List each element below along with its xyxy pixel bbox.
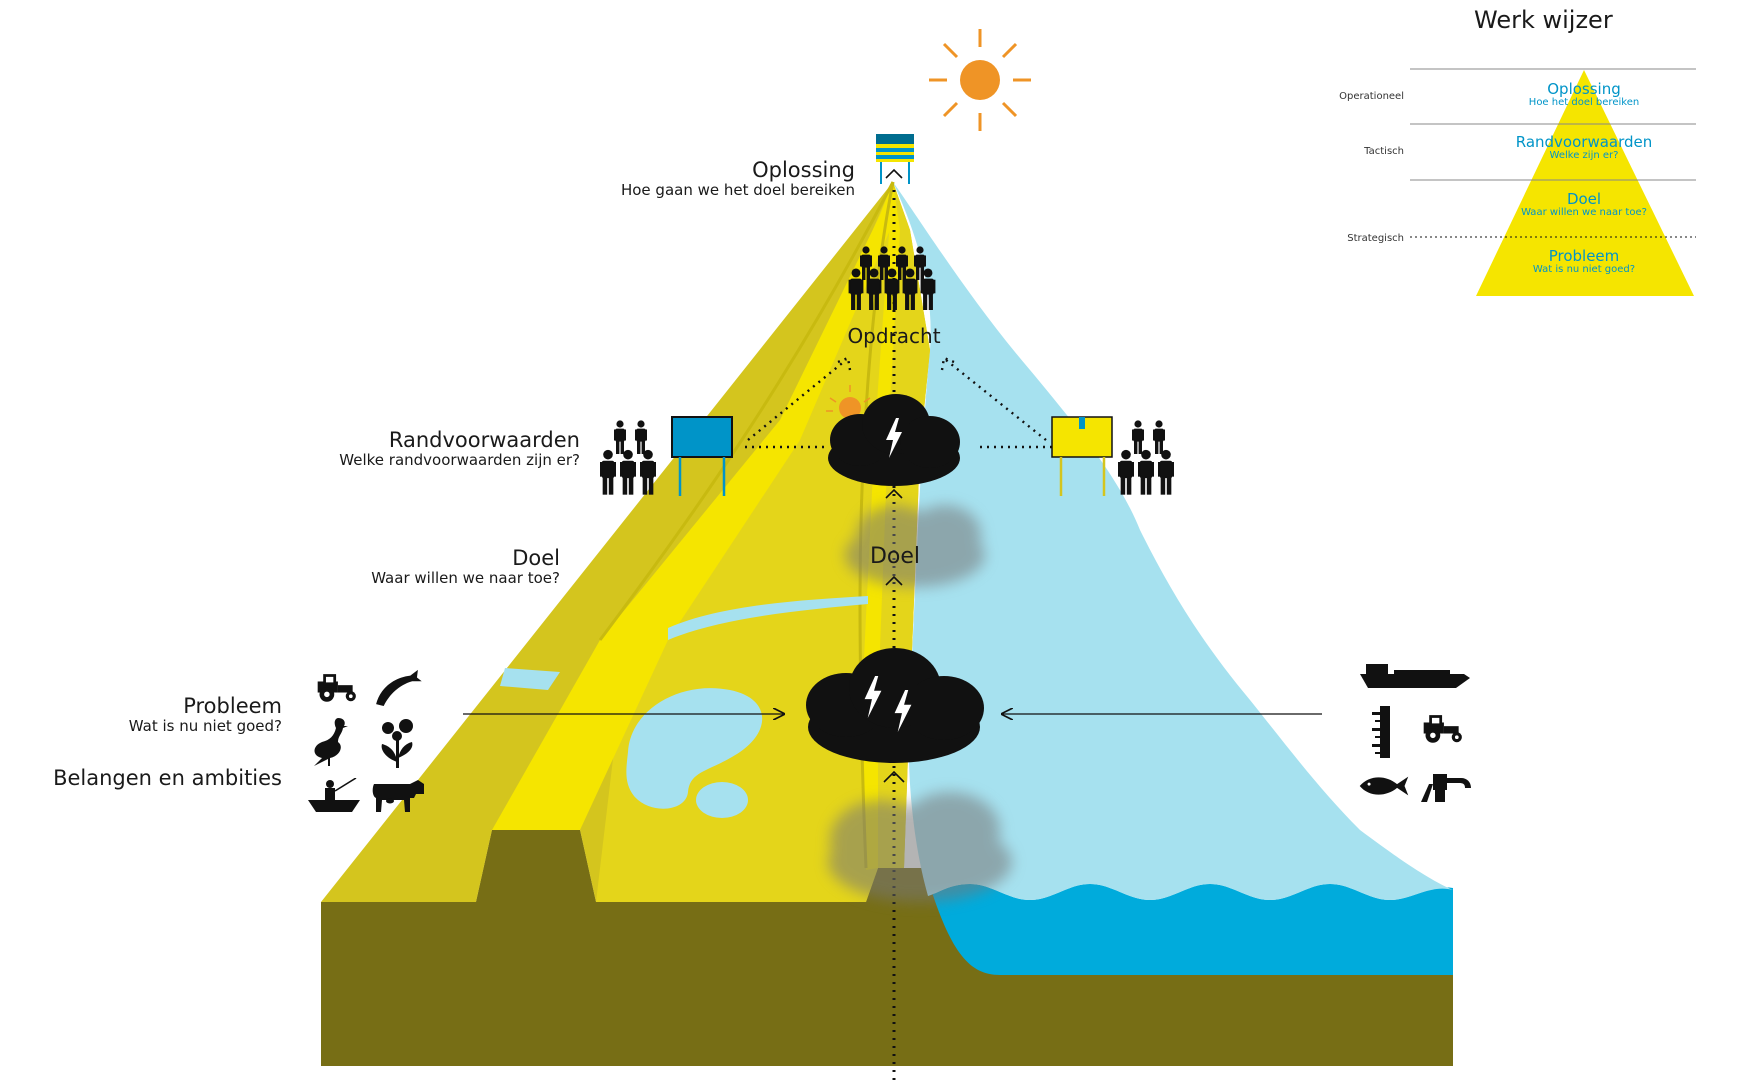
peak-sign-icon <box>876 134 914 184</box>
doel-label: Doel Waar willen we naar toe? <box>371 546 560 587</box>
belangen-label: Belangen en ambities <box>53 766 282 790</box>
belangen-title: Belangen en ambities <box>53 766 282 790</box>
randvoorwaarden-title: Randvoorwaarden <box>388 428 580 452</box>
legend-level-subtitle: Waar willen we naar toe? <box>1521 206 1647 218</box>
randvoorwaarden-subtitle: Welke randvoorwaarden zijn er? <box>339 451 580 470</box>
ship-icon <box>1360 664 1470 688</box>
right-sign-board-icon <box>1051 416 1113 496</box>
probleem-label: Probleem Wat is nu niet goed? <box>129 694 282 735</box>
fish-icon <box>376 669 422 706</box>
faded-cloud-upper <box>845 505 985 587</box>
oplossing-label: Oplossing Hoe gaan we het doel bereiken <box>621 158 855 199</box>
small-sun-icon <box>826 385 871 419</box>
oplossing-subtitle: Hoe gaan we het doel bereiken <box>620 181 855 200</box>
legend-level-randvoorwaarden: Randvoorwaarden Welke zijn er? <box>1474 133 1694 161</box>
legend-level-title: Randvoorwaarden <box>1515 133 1653 151</box>
legend-pyramid <box>1410 68 1696 296</box>
legend-level-subtitle: Wat is nu niet goed? <box>1532 263 1636 275</box>
angler-boat-icon <box>308 778 360 812</box>
left-sign-board-icon <box>671 416 733 496</box>
legend-level-title: Probleem <box>1548 247 1620 265</box>
randvoorwaarden-links <box>745 356 1052 449</box>
probleem-title: Probleem <box>183 694 282 718</box>
flower-icon <box>381 719 413 768</box>
legend-level-subtitle: Hoe het doel bereiken <box>1528 96 1640 108</box>
axis-chevrons <box>883 488 905 783</box>
heron-icon <box>314 718 348 766</box>
legend-level-oplossing: Oplossing Hoe het doel bereiken <box>1474 80 1694 108</box>
legend-tag-operationeel: Operationeel <box>1339 91 1404 102</box>
storm-cloud-probleem-icon <box>806 648 984 763</box>
legend-level-doel: Doel Waar willen we naar toe? <box>1474 190 1694 218</box>
legend-title: Werk wijzer <box>1474 6 1613 34</box>
legend-level-probleem: Probleem Wat is nu niet goed? <box>1474 247 1694 275</box>
doel-title: Doel <box>512 546 560 570</box>
opdracht-label: Opdracht <box>847 324 941 348</box>
fish-icon <box>1359 776 1409 796</box>
legend-level-subtitle: Welke zijn er? <box>1549 149 1619 161</box>
faded-cloud-lower <box>828 792 1012 902</box>
doel-subtitle: Waar willen we naar toe? <box>371 569 560 588</box>
doel-center-label: Doel <box>869 544 921 569</box>
left-crowd-icon <box>600 420 656 495</box>
legend-level-title: Oplossing <box>1547 80 1621 98</box>
sun-icon <box>929 29 1031 131</box>
oplossing-title: Oplossing <box>752 158 855 182</box>
tractor-icon <box>317 674 356 702</box>
storm-cloud-randvoorwaarden-icon <box>828 394 960 486</box>
legend-level-title: Doel <box>1566 190 1602 208</box>
pump-icon <box>1421 774 1471 802</box>
seaward-slope <box>893 182 1453 900</box>
water-gauge-icon <box>1372 706 1390 758</box>
legend-tag-tactisch: Tactisch <box>1364 146 1404 157</box>
right-crowd-icon <box>1118 420 1174 495</box>
tractor-icon <box>1423 715 1462 743</box>
randvoorwaarden-label: Randvoorwaarden Welke randvoorwaarden zi… <box>339 428 580 469</box>
water-body <box>928 880 1453 975</box>
legend-tag-strategisch: Strategisch <box>1347 233 1404 244</box>
probleem-subtitle: Wat is nu niet goed? <box>128 717 282 736</box>
